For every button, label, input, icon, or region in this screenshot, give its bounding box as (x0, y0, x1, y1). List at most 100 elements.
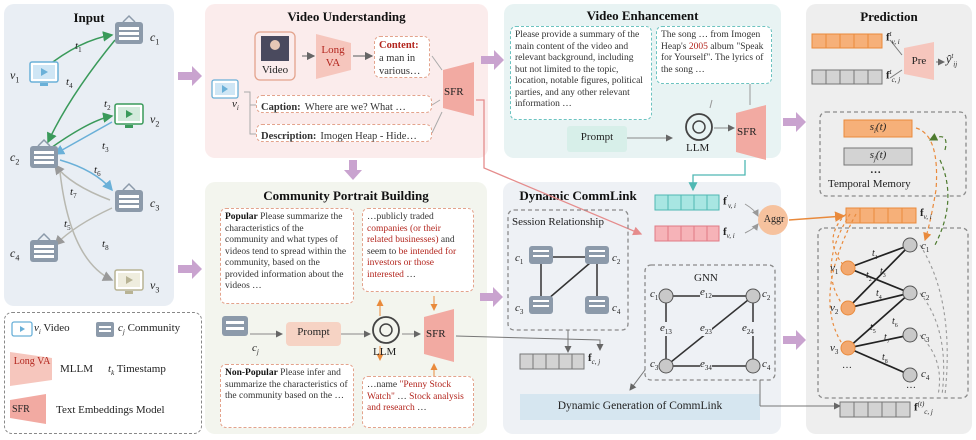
fv-label: fv, i (723, 226, 735, 241)
pred-t3: t3 (880, 266, 886, 279)
ve-prompt-box: Please provide a summary of the main con… (510, 26, 652, 120)
dc-footer-bar (520, 394, 760, 420)
gnn-e34: e34 (700, 358, 712, 373)
pred-fv-label: ftv, i (886, 30, 900, 46)
dc-shapes (507, 209, 841, 420)
legend-sfr: Text Embeddings Model (56, 404, 165, 416)
gnn-e13: e13 (660, 322, 672, 337)
aggr-label: Aggr (763, 214, 785, 225)
arrow-input-to-vu (178, 66, 202, 86)
legend-community-icon (96, 322, 114, 337)
content-label: Content: (379, 40, 419, 51)
longva-icon (316, 34, 351, 79)
feature-vectors (654, 194, 917, 242)
community-icon-c1 (115, 14, 143, 44)
video-icon-v3 (114, 269, 144, 294)
gnn-c1: c1 (650, 288, 659, 303)
legend-mllm: MLLM (60, 363, 93, 375)
gnn-c4: c4 (762, 358, 771, 373)
temporal-memory-label: Temporal Memory (828, 178, 911, 190)
pred-dots-right: … (906, 380, 916, 391)
popular-response-box: …publicly traded companies (or their rel… (362, 208, 474, 292)
dynamic-commlink-title: Dynamic CommLink (519, 188, 637, 203)
arrow-cp-to-dc (480, 287, 503, 307)
ve-sfr-label: SFR (737, 126, 757, 138)
edge-t7: t7 (70, 186, 77, 201)
arrow-input-to-cp (178, 259, 202, 279)
sj-label: sj(t) (869, 149, 887, 164)
pred-c1: c1 (921, 240, 930, 255)
teal-vector (654, 194, 720, 211)
ve-song-box: The song … from Imogen Heap's 2005 album… (656, 26, 772, 84)
label-c4: c4 (10, 246, 20, 263)
vu-sfr-icon (443, 62, 474, 116)
cp-llm-icon (372, 316, 400, 344)
community-icon-c2 (30, 138, 58, 168)
temporal-memory-box (819, 111, 967, 197)
pred-t7: t7 (884, 332, 890, 345)
label-c3: c3 (150, 196, 160, 213)
dc-footer-label: Dynamic Generation of CommLink (557, 400, 723, 412)
dc-c2: c2 (612, 252, 621, 267)
orange-vector-fvtilde (845, 207, 917, 224)
y-hat-label: ŷtij (946, 52, 958, 69)
arrow-ve-to-pred (783, 112, 806, 132)
gnn-e23: e23 (700, 322, 712, 337)
gnn-e24: e24 (742, 322, 754, 337)
pre-label: Pre (911, 55, 927, 67)
prediction-title: Prediction (860, 9, 918, 24)
ve-shapes (567, 79, 770, 192)
vu-sfr-label: SFR (444, 86, 464, 98)
label-c2: c2 (10, 150, 20, 167)
dc-fc-label: fc, j (588, 352, 601, 367)
pred-t2: t2 (866, 270, 872, 283)
legend-community: cj Community (118, 322, 181, 337)
arrow-dc-to-pred (783, 330, 806, 350)
community-icon-c4 (30, 232, 58, 262)
dc-c4: c4 (612, 302, 621, 317)
pred-t6: t6 (892, 316, 898, 329)
edge-t3: t3 (102, 140, 109, 155)
edge-t5: t5 (64, 218, 71, 233)
dc-c1: c1 (515, 252, 524, 267)
cp-shapes (222, 296, 604, 376)
video-icon-v1 (29, 61, 59, 86)
grey-vector-fc (519, 353, 585, 370)
ve-sfr-icon (736, 105, 766, 160)
edge-t8: t8 (102, 238, 109, 253)
label-v2: v2 (150, 112, 160, 129)
dc-c3: c3 (515, 302, 524, 317)
ve-prompt-text: Please provide a summary of the main con… (515, 30, 643, 109)
description-box: Description: Imogen Heap - Hide… (256, 124, 432, 142)
fv-prime-label: f'v, i (723, 194, 736, 210)
ve-llm-label: LLM (686, 142, 710, 154)
vu-vi-label: vi (232, 98, 239, 113)
legend-video: vi Video (34, 322, 70, 337)
pred-grey-vector (811, 69, 883, 85)
label-c1: c1 (150, 30, 160, 47)
ve-prompt-label: Prompt (580, 131, 614, 143)
edge-t2: t2 (104, 98, 111, 113)
pred-t8: t8 (882, 352, 888, 365)
pred-v2: v2 (830, 302, 839, 317)
arrow-vu-to-cp (344, 160, 362, 180)
content-text: a man in various… (379, 53, 421, 77)
legend-icons (10, 321, 114, 424)
label-v1: v1 (10, 68, 20, 85)
cp-llm-label: LLM (373, 346, 397, 358)
pred-orange-vector (811, 33, 883, 49)
input-title: Input (73, 10, 105, 25)
popular-prompt-box: Popular Please summarize the characteris… (220, 208, 354, 304)
pred-v1: v1 (830, 262, 839, 277)
pred-v3: v3 (830, 342, 839, 357)
pred-c3: c3 (921, 330, 930, 345)
video-understanding-title: Video Understanding (287, 9, 406, 24)
caption-box: Caption: Where are we? What … (256, 95, 432, 113)
edge-t4: t4 (66, 76, 73, 91)
label-v3: v3 (150, 278, 160, 295)
pred-shapes (811, 33, 969, 418)
pre-icon (904, 42, 934, 80)
ve-llm-icon (685, 113, 713, 141)
